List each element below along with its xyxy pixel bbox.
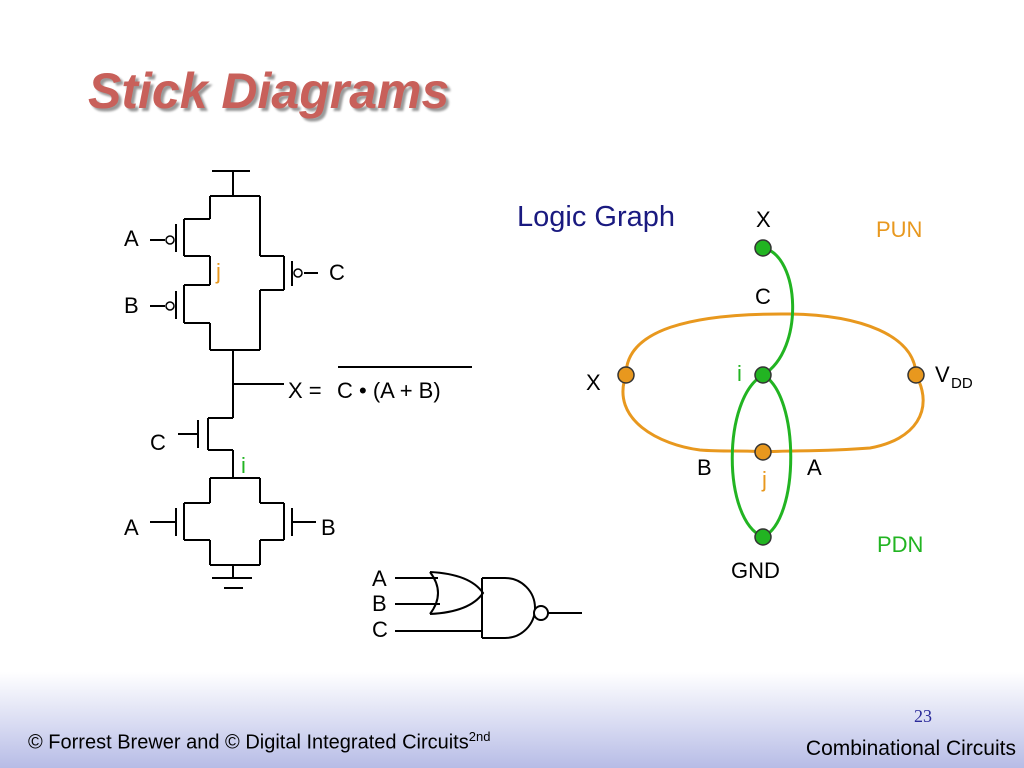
pmos-a-bubble [165,235,175,245]
footer-copyright: © Forrest Brewer and © Digital Integrate… [28,729,490,755]
pmos-a-label: A [124,226,139,251]
footer-chapter: Combinational Circuits [805,737,1016,760]
footer-band [0,672,1024,768]
gate-input-a: A [372,566,387,591]
graph-node-i [754,366,772,384]
graph-label-i: i [737,361,742,386]
graph-node-gnd [754,528,772,546]
graph-label-vdd: V [935,362,950,387]
pmos-bubbles [165,235,303,311]
page-number: 23 [914,706,932,726]
pdn-edge-b [730,373,764,539]
gate-input-b: B [372,591,387,616]
graph-label-gnd: GND [731,558,780,583]
equation-overbar-text: C • (A + B) [337,378,441,403]
pun-node-j: j [215,259,221,284]
graph-label-j: j [761,467,767,492]
nand-bubble [533,605,549,621]
pmos-c-label: C [329,260,345,285]
nand-gate-body [482,577,536,639]
graph-label-a: A [807,455,822,480]
cmos-schematic: A B C X = C • (A + B) C A B j i A B C [124,170,973,642]
graph-label-b: B [697,455,712,480]
pun-edge-b [621,374,764,454]
graph-node-j [754,443,772,461]
graph-label-c: C [755,284,771,309]
logic-graph-title: Logic Graph [517,201,675,233]
logic-gate [395,571,582,639]
footer-edition-sup: 2nd [468,729,491,744]
graph-node-x-left [617,366,635,384]
pmos-b-label: B [124,293,139,318]
nmos-c-label: C [150,430,166,455]
pmos-b-bubble [165,301,175,311]
schematic-wires [150,170,472,589]
graph-node-x-top [754,239,772,257]
graph-label-vdd-sub: DD [951,375,973,392]
pdn-node-i: i [241,453,246,478]
pdn-edge-c [762,246,795,377]
pdn-label: PDN [877,532,923,557]
footer-copyright-text: © Forrest Brewer and © Digital Integrate… [28,731,469,754]
gate-input-c: C [372,617,388,642]
pdn-edge-a [762,373,793,539]
slide-title: Stick Diagrams [88,63,450,119]
nmos-b-label: B [321,515,336,540]
equation-prefix: X = [288,378,322,403]
graph-label-x-top: X [756,207,771,232]
or-gate-back [429,571,439,615]
nmos-a-label: A [124,515,139,540]
graph-node-vdd [907,366,925,384]
pun-edge-c [624,312,918,376]
pmos-c-bubble [293,268,303,278]
pun-label: PUN [876,217,922,242]
graph-label-x-left: X [586,370,601,395]
